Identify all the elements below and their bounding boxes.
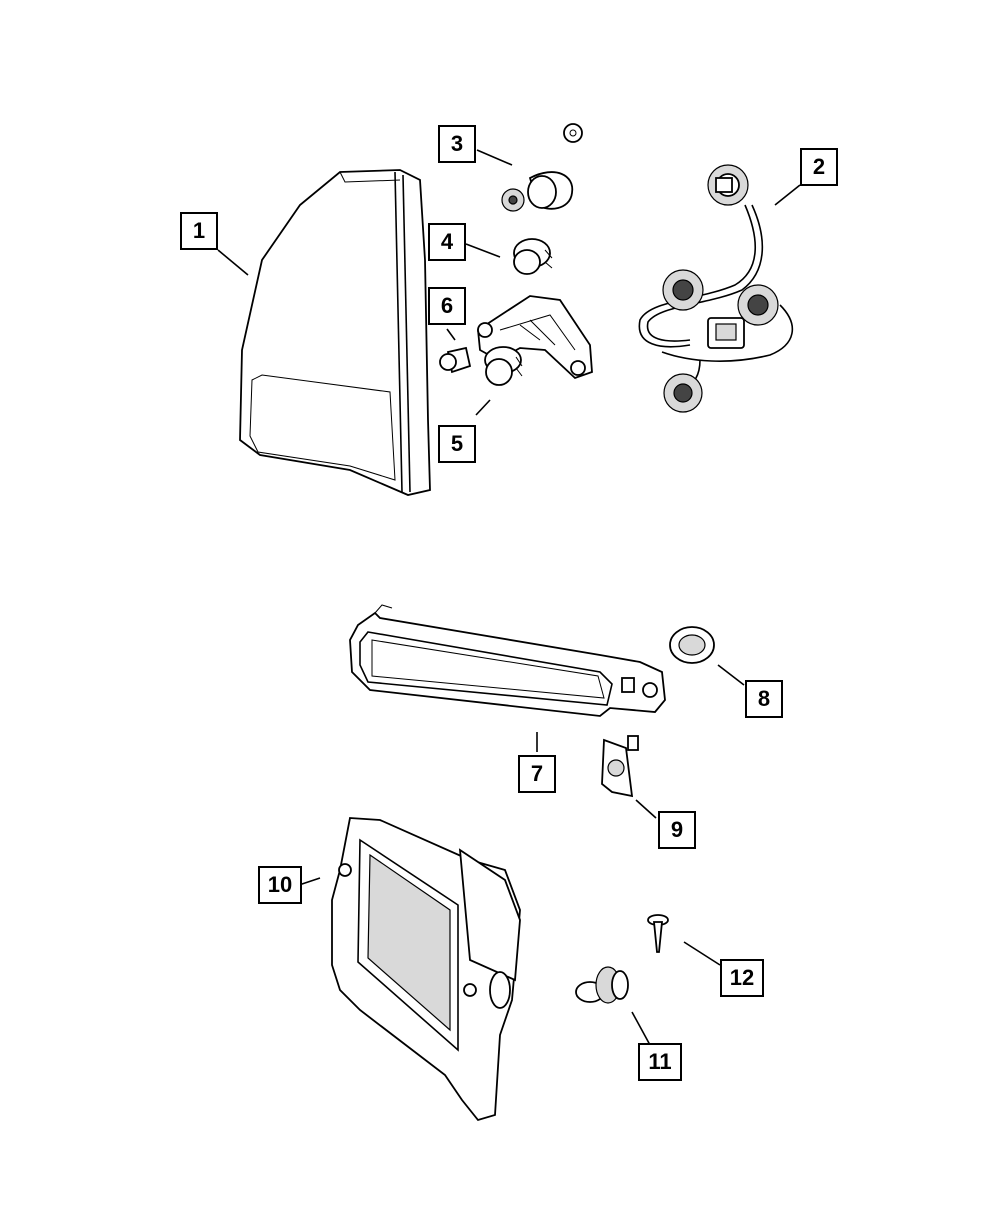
license-lamp-10 bbox=[331, 817, 521, 1122]
callout-8: 8 bbox=[745, 680, 783, 718]
leader-lines bbox=[217, 149, 801, 1046]
grommet-8 bbox=[669, 626, 715, 664]
bulb-socket-5 bbox=[484, 346, 523, 386]
callout-1: 1 bbox=[180, 212, 218, 250]
callout-3: 3 bbox=[438, 125, 476, 163]
high-mount-stop-lamp bbox=[349, 604, 666, 717]
callout-2: 2 bbox=[800, 148, 838, 186]
callout-6: 6 bbox=[428, 287, 466, 325]
screw-12 bbox=[647, 914, 669, 953]
bulb-socket-4 bbox=[513, 238, 553, 275]
callout-4: 4 bbox=[428, 223, 466, 261]
wedge-bulb-6 bbox=[439, 346, 472, 374]
callout-5: 5 bbox=[438, 425, 476, 463]
bulb-socket-11 bbox=[575, 966, 629, 1004]
callout-7: 7 bbox=[518, 755, 556, 793]
bulb-socket-3 bbox=[501, 123, 583, 212]
callout-11: 11 bbox=[638, 1043, 682, 1081]
callout-12: 12 bbox=[720, 959, 764, 997]
tail-lamp-assembly bbox=[239, 169, 431, 496]
callout-10: 10 bbox=[258, 866, 302, 904]
wiring-harness bbox=[638, 164, 794, 413]
clip-nut-9 bbox=[601, 735, 639, 798]
callout-9: 9 bbox=[658, 811, 696, 849]
